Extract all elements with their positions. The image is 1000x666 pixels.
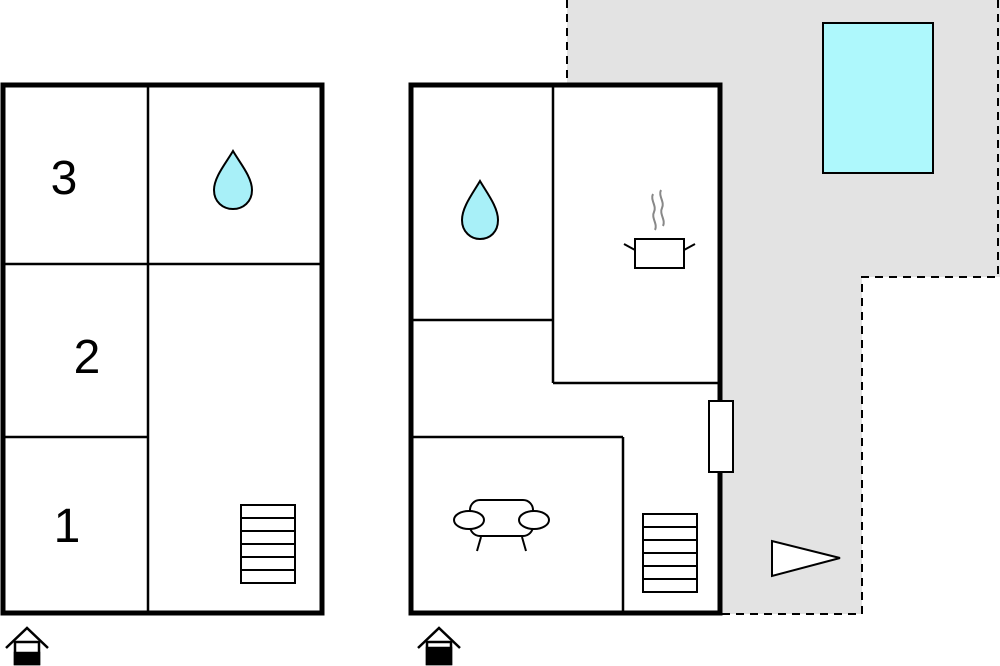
water-drop-icon <box>212 149 254 211</box>
room-number-1: 1 <box>54 500 81 553</box>
water-drop-icon <box>460 179 500 241</box>
staircase-icon <box>240 504 296 584</box>
house-floor-icon <box>417 626 461 666</box>
pool-icon <box>822 22 934 174</box>
door-icon <box>708 400 734 473</box>
staircase-icon <box>642 513 698 593</box>
house-floor-icon <box>5 626 49 666</box>
room-number-2: 2 <box>74 331 101 384</box>
north-arrow-icon <box>771 539 841 578</box>
cooking-pot-icon <box>623 189 696 269</box>
sofa-icon <box>453 499 550 552</box>
room-number-3: 3 <box>51 152 78 205</box>
ground-floor <box>408 82 734 616</box>
upper-floor: 3 2 1 <box>0 82 325 616</box>
